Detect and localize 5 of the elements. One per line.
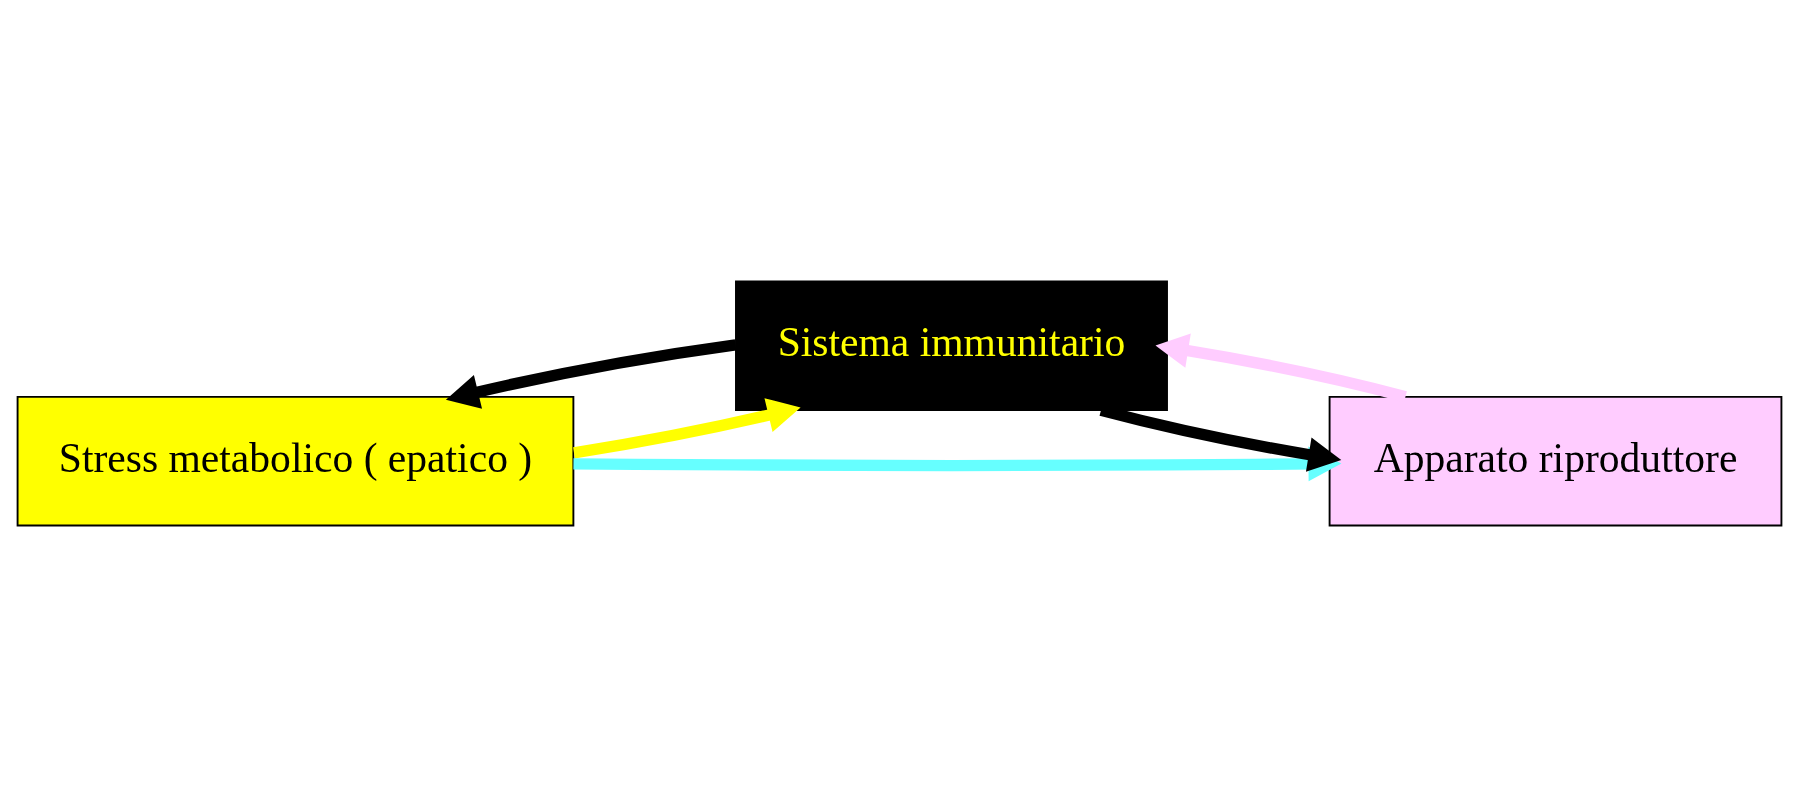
arrow	[445, 338, 737, 409]
node-box: Stress metabolico ( epatico )	[16, 395, 575, 526]
node-box: Apparato riproduttore	[1328, 395, 1783, 526]
arrow	[573, 397, 801, 459]
node-box: Sistema immunitario	[735, 280, 1168, 411]
